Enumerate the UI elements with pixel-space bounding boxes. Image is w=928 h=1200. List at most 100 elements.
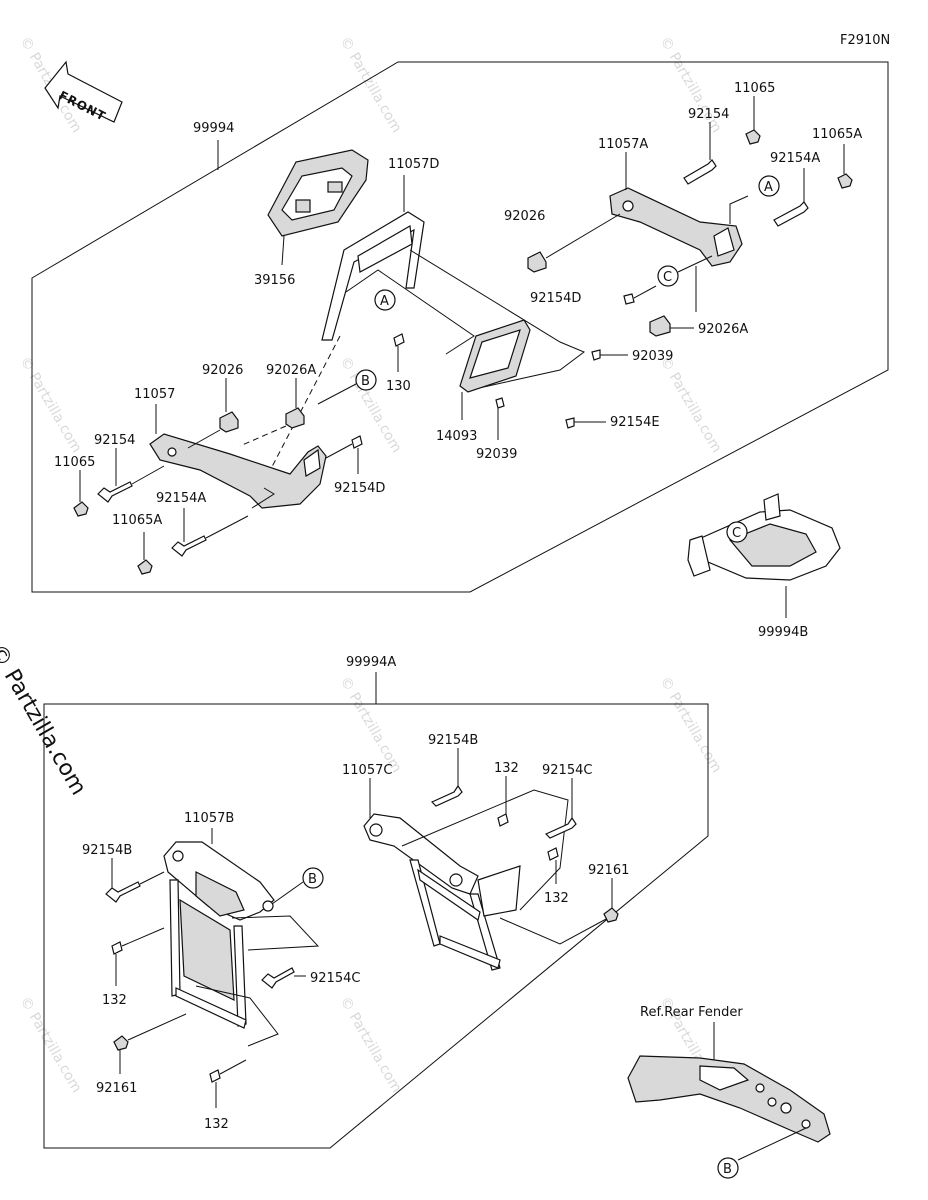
label-92039-b: 92039 <box>476 447 517 462</box>
screw-132 <box>209 1069 221 1083</box>
assembly-box-99994 <box>31 61 889 593</box>
collar-92026A <box>649 315 671 337</box>
bolt-92154 <box>97 481 133 503</box>
bolt-92154C <box>544 816 577 839</box>
watermark: © Partzilla.com <box>337 994 405 1096</box>
label-92154C-top: 92154C <box>542 763 592 778</box>
bolt-92154 <box>683 159 717 185</box>
label-14093: 14093 <box>436 429 477 444</box>
screw-130 <box>393 333 405 347</box>
bolt-92154C <box>261 967 295 989</box>
label-92154D-top: 92154D <box>530 291 581 306</box>
callout-b: B <box>302 867 324 889</box>
screw-132 <box>547 847 559 861</box>
label-92154-top: 92154 <box>688 107 729 122</box>
label-92026-left: 92026 <box>202 363 243 378</box>
callout-b: B <box>717 1157 739 1179</box>
ref-rear-fender-label: Ref.Rear Fender <box>640 1005 743 1020</box>
label-92154-left: 92154 <box>94 433 135 448</box>
label-92154B-top: 92154B <box>428 733 478 748</box>
screw-132 <box>497 813 509 827</box>
bolt-92154B <box>105 881 141 903</box>
figure-id: F2910N <box>840 33 890 48</box>
bolt-92154A <box>773 201 809 227</box>
label-130: 130 <box>386 379 411 394</box>
watermark: © Partzilla.com <box>337 674 405 776</box>
bracket-11057B <box>163 841 275 1029</box>
nut-11065A <box>137 559 153 575</box>
callout-a: A <box>374 289 396 311</box>
label-92026A-left: 92026A <box>266 363 316 378</box>
screw-92039 <box>591 349 601 361</box>
svg-text:C: C <box>732 526 741 541</box>
front-arrow-icon: FRONT <box>44 60 123 124</box>
screw-92154E <box>565 417 575 429</box>
nut-92161 <box>113 1035 129 1051</box>
label-99994A: 99994A <box>346 655 396 670</box>
label-92154B-left: 92154B <box>82 843 132 858</box>
label-132-b: 132 <box>544 891 569 906</box>
label-99994: 99994 <box>193 121 234 136</box>
svg-text:B: B <box>361 374 370 389</box>
label-92026-top: 92026 <box>504 209 545 224</box>
right-side-plate <box>609 187 743 267</box>
label-132-c: 132 <box>102 993 127 1008</box>
label-92154D-left: 92154D <box>334 481 385 496</box>
label-92154E: 92154E <box>610 415 660 430</box>
label-132-a: 132 <box>494 761 519 776</box>
bolt-92154B <box>430 784 463 807</box>
assembly-box-99994A <box>43 703 709 1149</box>
svg-text:A: A <box>764 180 773 195</box>
left-side-plate <box>149 433 327 509</box>
callout-c: C <box>726 521 748 543</box>
collar-92026A <box>285 407 305 429</box>
nut-92161 <box>603 907 619 923</box>
label-11065A-left: 11065A <box>112 513 162 528</box>
label-92161-right: 92161 <box>588 863 629 878</box>
screw-92154D <box>623 293 635 305</box>
label-92154A-top: 92154A <box>770 151 820 166</box>
label-92161-left: 92161 <box>96 1081 137 1096</box>
nut-11065 <box>745 129 761 145</box>
callout-a: A <box>758 175 780 197</box>
nut-11065 <box>73 501 89 517</box>
svg-text:B: B <box>308 872 317 887</box>
label-92154A-left: 92154A <box>156 491 206 506</box>
backrest-pad <box>267 149 369 237</box>
bolt-92154A <box>171 535 207 557</box>
label-39156: 39156 <box>254 273 295 288</box>
label-11057C: 11057C <box>342 763 392 778</box>
label-11057: 11057 <box>134 387 175 402</box>
label-11065A-top: 11065A <box>812 127 862 142</box>
screw-92154D <box>351 435 363 449</box>
label-11057B: 11057B <box>184 811 234 826</box>
nut-11065A <box>837 173 853 189</box>
screw-132 <box>111 941 123 955</box>
label-132-d: 132 <box>204 1117 229 1132</box>
label-92154C-left: 92154C <box>310 971 360 986</box>
label-11057A: 11057A <box>598 137 648 152</box>
collar-92026 <box>527 251 547 273</box>
watermark: © Partzilla.com <box>657 674 725 776</box>
svg-text:B: B <box>723 1162 732 1177</box>
watermark: © Partzilla.com <box>337 34 405 136</box>
watermark: © Partzilla.com <box>657 354 725 456</box>
label-11065-left: 11065 <box>54 455 95 470</box>
watermark: © Partzilla.com <box>17 354 85 456</box>
watermark: © Partzilla.com <box>17 994 85 1096</box>
backrest-frame <box>321 211 425 341</box>
bracket-11057C <box>363 813 521 971</box>
callout-c: C <box>657 265 679 287</box>
label-92026A-top: 92026A <box>698 322 748 337</box>
backrest-bracket-plate <box>459 319 531 393</box>
label-11065-top: 11065 <box>734 81 775 96</box>
collar-92026 <box>219 411 239 433</box>
label-11057D: 11057D <box>388 157 439 172</box>
svg-text:A: A <box>380 294 389 309</box>
screw-92039 <box>495 397 505 409</box>
watermark: © Partzilla.com <box>337 354 405 456</box>
label-92039-a: 92039 <box>632 349 673 364</box>
luggage-rack <box>687 493 841 581</box>
rear-fender <box>627 1055 831 1143</box>
